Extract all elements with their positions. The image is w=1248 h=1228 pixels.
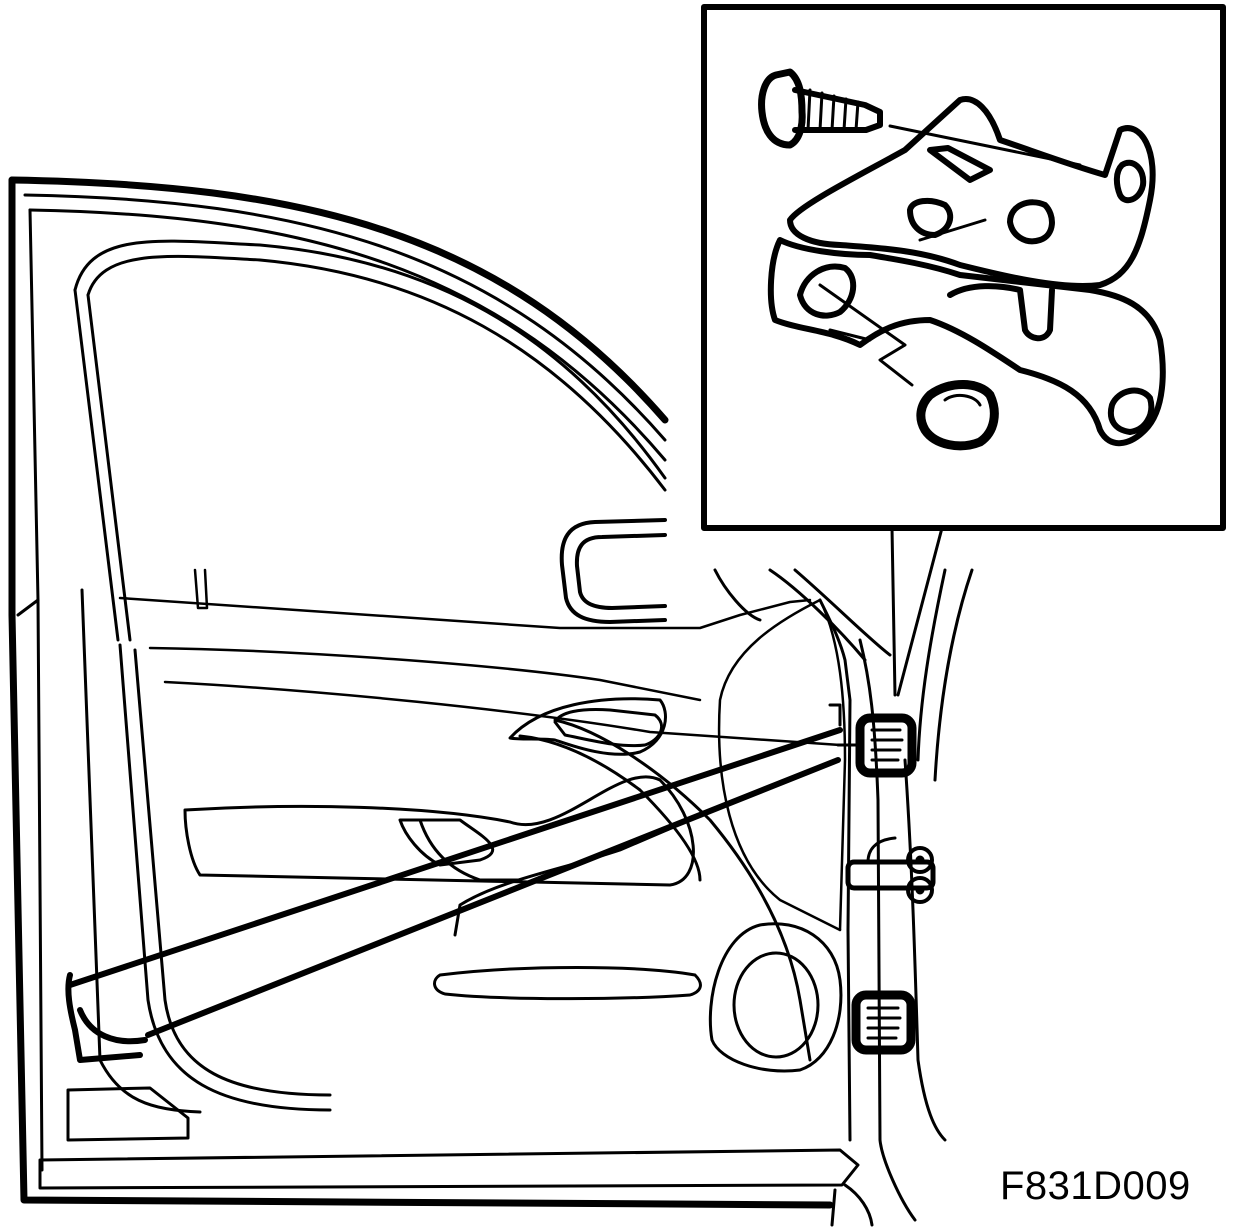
window-pillar-lines (82, 590, 330, 1112)
lower-vent (68, 1088, 188, 1140)
hinge-nut-icon (921, 384, 994, 445)
callout-pointer (892, 528, 942, 695)
hinge-pin-lines (820, 220, 985, 385)
figure-code: F831D009 (1000, 1164, 1191, 1208)
mirror-mount (562, 520, 665, 622)
door-outer-frame (12, 180, 830, 1205)
upper-hinge (830, 705, 912, 773)
window-frame (75, 241, 665, 640)
armrest (185, 699, 693, 935)
lower-hinge (856, 995, 911, 1050)
door-check-bracket (848, 838, 933, 902)
speaker-grille (710, 924, 841, 1071)
door-handle-recess (520, 720, 810, 1060)
a-pillar (715, 570, 972, 1225)
hinge-bracket-lower (771, 240, 1163, 443)
door-frame-inner-lines (18, 195, 858, 1188)
door-check-strap (68, 730, 840, 1060)
hinge-bracket-upper (790, 99, 1153, 286)
door-pocket (435, 968, 701, 999)
